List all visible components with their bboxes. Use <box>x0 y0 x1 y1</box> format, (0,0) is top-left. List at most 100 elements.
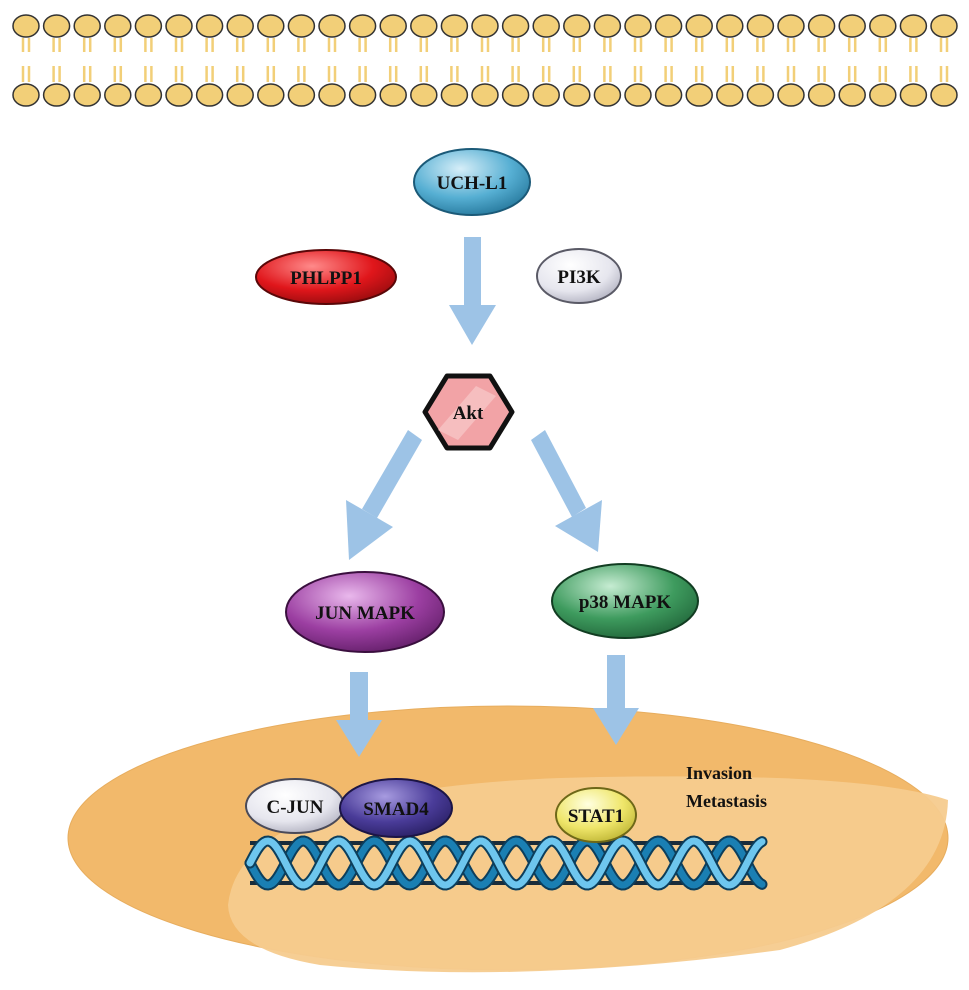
lipid-head <box>104 14 132 38</box>
p38-mapk-label: p38 MAPK <box>579 592 672 613</box>
lipid-tail <box>52 38 61 82</box>
node-uchl1: UCH-L1 <box>413 148 531 216</box>
lipid-tail <box>174 38 184 82</box>
arrow-akt-to-jun-mapk <box>346 430 422 560</box>
lipid-tail <box>603 38 612 82</box>
outcome-metastasis: Metastasis <box>686 791 767 811</box>
lipid-head <box>685 14 713 38</box>
cell-membrane <box>12 14 958 107</box>
lipid-tail <box>786 38 796 82</box>
lipid-tail <box>633 38 643 82</box>
lipid-head <box>593 83 622 107</box>
lipid-tail <box>450 38 459 82</box>
node-p38-mapk: p38 MAPK <box>551 563 699 639</box>
lipid-tail <box>664 38 673 82</box>
lipid-head <box>807 14 836 38</box>
lipid-head <box>777 83 805 107</box>
node-pi3k: PI3K <box>536 248 622 304</box>
lipid-head <box>42 14 71 38</box>
lipid-tail <box>511 38 520 82</box>
lipid-head <box>899 83 928 107</box>
lipid-head <box>42 83 71 107</box>
lipid-tail <box>297 38 306 82</box>
lipid-head <box>471 83 499 107</box>
jun-mapk-label: JUN MAPK <box>315 603 415 624</box>
lipid-head <box>563 14 591 38</box>
lipid-head <box>624 14 652 38</box>
arrow-akt-to-p38-mapk <box>531 430 602 552</box>
lipid-head <box>440 83 469 107</box>
arrows <box>336 237 639 757</box>
lipid-head <box>12 14 40 38</box>
lipid-head <box>410 83 438 107</box>
lipid-head <box>73 14 101 38</box>
lipid-tail <box>847 38 857 82</box>
lipid-tail <box>480 38 490 82</box>
lipid-head <box>746 14 775 38</box>
lipid-head <box>134 83 163 107</box>
lipid-tail <box>358 38 367 82</box>
lipid-tail <box>694 38 704 82</box>
lipid-head <box>195 14 224 38</box>
lipid-head <box>226 83 254 107</box>
lipid-tail <box>419 38 429 82</box>
lipid-tail <box>205 38 214 82</box>
node-jun-mapk: JUN MAPK <box>285 571 445 653</box>
lipid-head <box>869 14 897 38</box>
lipid-head <box>73 83 101 107</box>
lipid-head <box>624 83 652 107</box>
lipid-head <box>716 14 744 38</box>
lipid-head <box>348 14 377 38</box>
node-stat1: STAT1 <box>555 787 637 843</box>
lipid-tail <box>725 38 735 82</box>
pi3k-label: PI3K <box>557 267 601 288</box>
lipid-head <box>777 14 805 38</box>
arrow-uchl1-to-akt <box>449 237 496 345</box>
lipid-head <box>654 14 683 38</box>
lipid-head <box>930 14 958 38</box>
stat1-label: STAT1 <box>568 806 624 827</box>
lipid-head <box>226 14 254 38</box>
lipid-tail <box>572 38 582 82</box>
lipid-head <box>563 83 591 107</box>
lipid-tail <box>817 38 826 82</box>
lipid-head <box>501 14 530 38</box>
lipid-head <box>348 83 377 107</box>
lipid-head <box>287 83 316 107</box>
lipid-tail <box>113 38 123 82</box>
lipid-head <box>930 83 958 107</box>
node-akt: Akt <box>422 373 515 451</box>
lipid-head <box>287 14 316 38</box>
arrow-p38-mapk-to-nucleus <box>593 655 639 745</box>
lipid-head <box>593 14 622 38</box>
lipid-head <box>532 14 560 38</box>
lipid-head <box>838 14 866 38</box>
lipid-head <box>12 83 40 107</box>
lipid-head <box>532 83 560 107</box>
node-c-jun: C-JUN <box>245 778 345 834</box>
lipid-tail <box>327 38 337 82</box>
node-smad4: SMAD4 <box>339 778 453 838</box>
lipid-head <box>501 83 530 107</box>
lipid-head <box>195 83 224 107</box>
lipid-head <box>165 83 193 107</box>
dna-strand-2 <box>246 837 766 889</box>
lipid-head <box>134 14 163 38</box>
lipid-tail <box>144 38 153 82</box>
lipid-tail <box>235 38 245 82</box>
lipid-head <box>165 14 193 38</box>
lipid-tail <box>909 38 918 82</box>
arrow-jun-mapk-to-nucleus <box>336 672 382 757</box>
c-jun-label: C-JUN <box>267 797 324 818</box>
dna-helix <box>244 835 768 891</box>
lipid-head <box>471 14 499 38</box>
lipid-head <box>685 83 713 107</box>
uchl1-label: UCH-L1 <box>437 173 508 194</box>
lipid-tail <box>266 38 276 82</box>
lipid-head <box>104 83 132 107</box>
lipid-head <box>440 14 469 38</box>
lipid-head <box>257 14 285 38</box>
node-phlpp1: PHLPP1 <box>255 249 397 305</box>
lipid-head <box>807 83 836 107</box>
